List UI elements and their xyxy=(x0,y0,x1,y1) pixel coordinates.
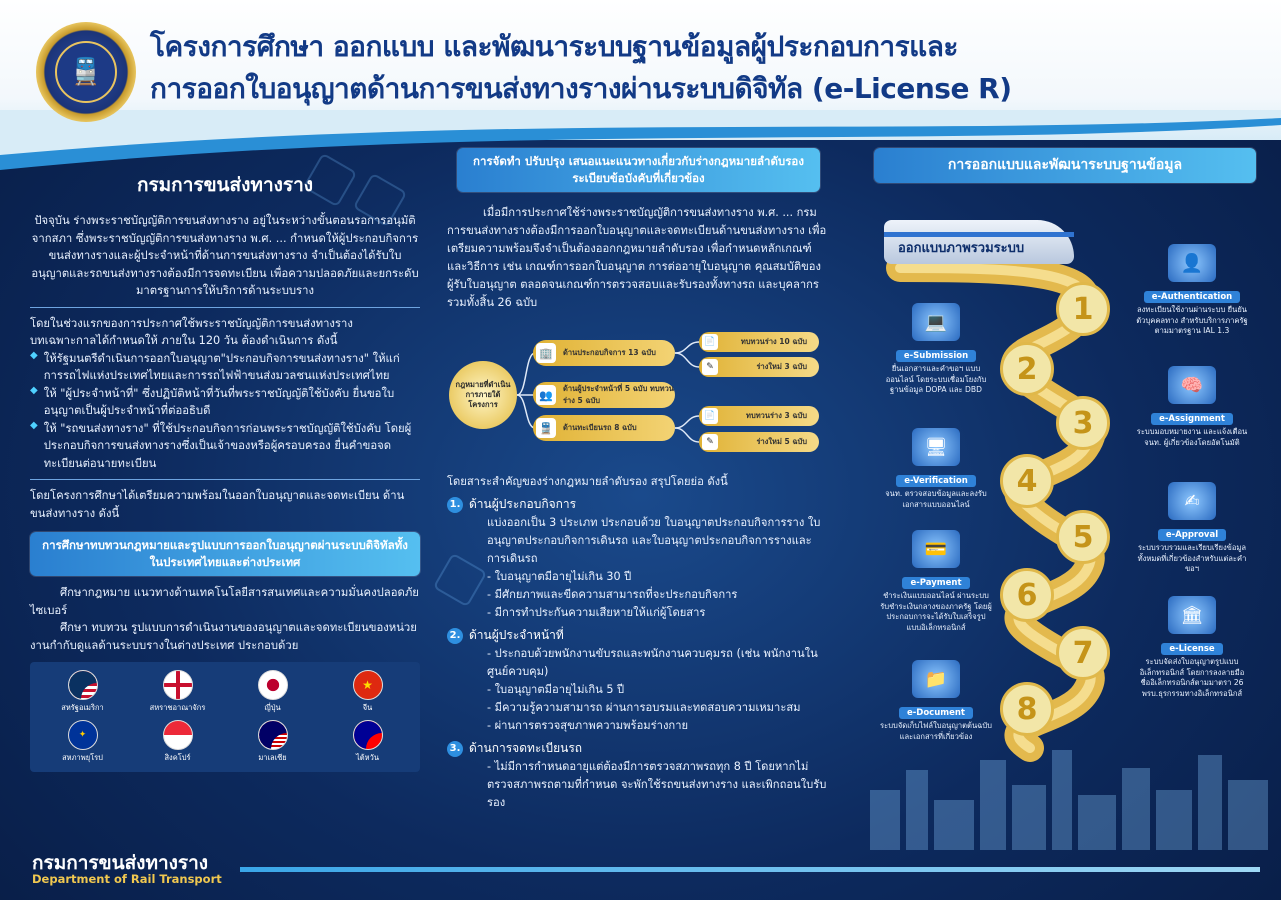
footer-line xyxy=(240,867,1260,872)
person-icon: 👤 xyxy=(1168,244,1216,282)
study-paragraph-1: ศึกษากฎหมาย แนวทางด้านเทคโนโลยีสารสนเทศแ… xyxy=(30,586,419,617)
tree-node-registration: 🚆ด้านทะเบียนรถ 8 ฉบับ xyxy=(533,415,675,441)
city-skyline xyxy=(870,750,1268,850)
preparation-paragraph: โดยโครงการศึกษาได้เตรียมความพร้อมในออกใบ… xyxy=(30,489,405,520)
section-operators-list: แบ่งออกเป็น 3 ประเภท ประกอบด้วย ใบอนุญาต… xyxy=(487,516,821,619)
section-registration: 3.ด้านการจดทะเบียนรถ xyxy=(447,739,830,758)
footer-department-thai: กรมการขนส่งทางราง xyxy=(32,852,209,874)
page-title: โครงการศึกษา ออกแบบ และพัฒนาระบบฐานข้อมู… xyxy=(150,26,1012,110)
flag-item-england: สหราชอาณาจักร xyxy=(135,670,220,714)
tree-leaf: ✎ร่างใหม่ 5 ฉบับ xyxy=(699,432,819,452)
flag-item-eu: ✦สหภาพยุโรป xyxy=(40,720,125,764)
license-icon: 🏛 xyxy=(1168,596,1216,634)
middle-column: การจัดทำ ปรับปรุง เสนอแนะแนวทางเกี่ยวกับ… xyxy=(447,148,830,812)
document-icon: 📄 xyxy=(702,334,718,350)
eu-flag-icon: ✦ xyxy=(67,720,98,750)
step-2: 2 xyxy=(1000,342,1054,396)
feature-e-approval: ✍ e-Approval ระบบรวบรวมและเรียบเรียงข้อม… xyxy=(1136,482,1248,575)
study-banner: การศึกษาทบทวนกฎหมายและรูปแบบการออกใบอนุญ… xyxy=(30,532,420,576)
feature-e-assignment: 🧠 e-Assignment ระบบมอบหมายงาน และแจ้งเตื… xyxy=(1136,366,1248,448)
flag-item-usa: สหรัฐอเมริกา xyxy=(40,670,125,714)
verify-icon: 🖥 xyxy=(912,428,960,466)
pencil-icon: ✎ xyxy=(702,359,718,375)
train-illustration: ออกแบบภาพรวมระบบ xyxy=(884,220,1074,264)
header-wave xyxy=(0,110,1281,170)
department-logo: 🚆 xyxy=(36,22,136,122)
step-6: 6 xyxy=(1000,568,1054,622)
secondary-law-intro: เมื่อมีการประกาศใช้ร่างพระราชบัญญัติการข… xyxy=(447,206,827,309)
document-icon: 📁 xyxy=(912,660,960,698)
feature-e-submission: 💻 e-Submission ยื่นเอกสารและคำขอฯ แบบออน… xyxy=(880,303,992,396)
people-icon: 👥 xyxy=(536,385,556,405)
malaysia-flag-icon xyxy=(257,720,288,750)
flag-item-singapore: สิงคโปร์ xyxy=(135,720,220,764)
tree-node-staff: 👥ด้านผู้ประจำหน้าที่ 5 ฉบับ ทบทวนร่าง 5 … xyxy=(533,382,675,408)
england-flag-icon xyxy=(162,670,193,700)
summary-heading: โดยสาระสำคัญของร่างกฎหมายลำดับรอง สรุปโด… xyxy=(447,475,728,488)
left-column: กรมการขนส่งทางราง ปัจจุบัน ร่างพระราชบัญ… xyxy=(30,150,420,772)
feature-e-document: 📁 e-Document ระบบจัดเก็บไฟล์ใบอนุญาตต้นฉ… xyxy=(880,660,992,742)
tree-leaf: ✎ร่างใหม่ 3 ฉบับ xyxy=(699,357,819,377)
left-heading: กรมการขนส่งทางราง xyxy=(136,174,314,196)
divider xyxy=(30,306,420,308)
title-line-2: การออกใบอนุญาตด้านการขนส่งทางรางผ่านระบบ… xyxy=(150,72,1012,105)
pencil-icon: ✎ xyxy=(702,434,718,450)
step-7: 7 xyxy=(1056,626,1110,680)
diamond-icon: ◆ xyxy=(30,384,38,396)
flag-item-malaysia: มาเลเซีย xyxy=(230,720,315,764)
train-icon: 🚆 xyxy=(536,418,556,438)
taiwan-flag-icon xyxy=(352,720,383,750)
bullet-item: ◆ให้ "รถขนส่งทางราง" ที่ใช้ประกอบกิจการก… xyxy=(30,420,420,473)
diamond-icon: ◆ xyxy=(30,419,38,431)
step-4: 4 xyxy=(1000,454,1054,508)
bullet-item: ◆ให้ "ผู้ประจำหน้าที่" ซึ่งปฏิบัติหน้าที… xyxy=(30,385,420,420)
section-operators: 1.ด้านผู้ประกอบกิจการ xyxy=(447,495,830,514)
step-1: 1 xyxy=(1056,282,1110,336)
payment-icon: 💳 xyxy=(912,530,960,568)
step-5: 5 xyxy=(1056,510,1110,564)
tree-root: กฎหมายที่ดำเนินการภายใต้โครงการ xyxy=(449,361,517,429)
section-staff: 2.ด้านผู้ประจำหน้าที่ xyxy=(447,626,830,645)
feature-e-verification: 🖥 e-Verification จนท. ตรวจสอบข้อมูลและลง… xyxy=(880,428,992,510)
step-3: 3 xyxy=(1056,396,1110,450)
title-line-1: โครงการศึกษา ออกแบบ และพัฒนาระบบฐานข้อมู… xyxy=(150,30,958,63)
tree-connectors xyxy=(516,341,700,443)
bullet-item: ◆ให้รัฐมนตรีดำเนินการออกใบอนุญาต"ประกอบก… xyxy=(30,350,420,385)
building-icon: 🏢 xyxy=(536,343,556,363)
transition-period-paragraph: โดยในช่วงแรกของการประกาศใช้พระราชบัญญัติ… xyxy=(30,316,353,348)
country-flags-grid: สหรัฐอเมริกา สหราชอาณาจักร ญี่ปุ่น ★จีน … xyxy=(30,662,420,772)
train-emblem-icon: 🚆 xyxy=(55,41,117,103)
tree-leaf: 📄ทบทวนร่าง 3 ฉบับ xyxy=(699,406,819,426)
usa-flag-icon xyxy=(67,670,98,700)
tree-node-operators: 🏢ด้านประกอบกิจการ 13 ฉบับ xyxy=(533,340,675,366)
feature-e-license: 🏛 e-License ระบบจัดส่งใบอนุญาตรูปแบบอิเล… xyxy=(1136,596,1248,699)
footer-department-english: Department of Rail Transport xyxy=(32,872,222,886)
laptop-icon: 💻 xyxy=(912,303,960,341)
feature-e-payment: 💳 e-Payment ชำระเงินแบบออนไลน์ ผ่านระบบร… xyxy=(880,530,992,633)
database-design-banner: การออกแบบและพัฒนาระบบฐานข้อมูล xyxy=(874,148,1256,183)
section-staff-list: - ประกอบด้วยพนักงานขับรถและพนักงานควบคุม… xyxy=(487,647,818,732)
document-icon: 📄 xyxy=(702,408,718,424)
intro-paragraph: ปัจจุบัน ร่างพระราชบัญญัติการขนส่งทางราง… xyxy=(31,214,419,297)
approval-icon: ✍ xyxy=(1168,482,1216,520)
secondary-law-banner: การจัดทำ ปรับปรุง เสนอแนะแนวทางเกี่ยวกับ… xyxy=(457,148,820,192)
japan-flag-icon xyxy=(257,670,288,700)
china-flag-icon: ★ xyxy=(352,670,383,700)
singapore-flag-icon xyxy=(162,720,193,750)
law-tree-diagram: กฎหมายที่ดำเนินการภายใต้โครงการ 🏢ด้านประ… xyxy=(447,328,830,463)
diamond-icon: ◆ xyxy=(30,349,38,361)
step-8: 8 xyxy=(1000,682,1054,736)
flag-item-china: ★จีน xyxy=(325,670,410,714)
section-registration-list: - ไม่มีการกำหนดอายุแต่ต้องมีการตรวจสภาพร… xyxy=(487,760,827,809)
feature-e-authentication: 👤 e-Authentication ลงทะเบียนใช้งานผ่านระ… xyxy=(1136,244,1248,337)
flag-item-japan: ญี่ปุ่น xyxy=(230,670,315,714)
tree-leaf: 📄ทบทวนร่าง 10 ฉบับ xyxy=(699,332,819,352)
flag-item-taiwan: ไต้หวัน xyxy=(325,720,410,764)
right-column: การออกแบบและพัฒนาระบบฐานข้อมูล ออกแบบภาพ… xyxy=(870,148,1260,838)
study-paragraph-2: ศึกษา ทบทวน รูปแบบการดำเนินงานของอนุญาตแ… xyxy=(30,621,417,652)
divider xyxy=(30,479,420,480)
brain-icon: 🧠 xyxy=(1168,366,1216,404)
